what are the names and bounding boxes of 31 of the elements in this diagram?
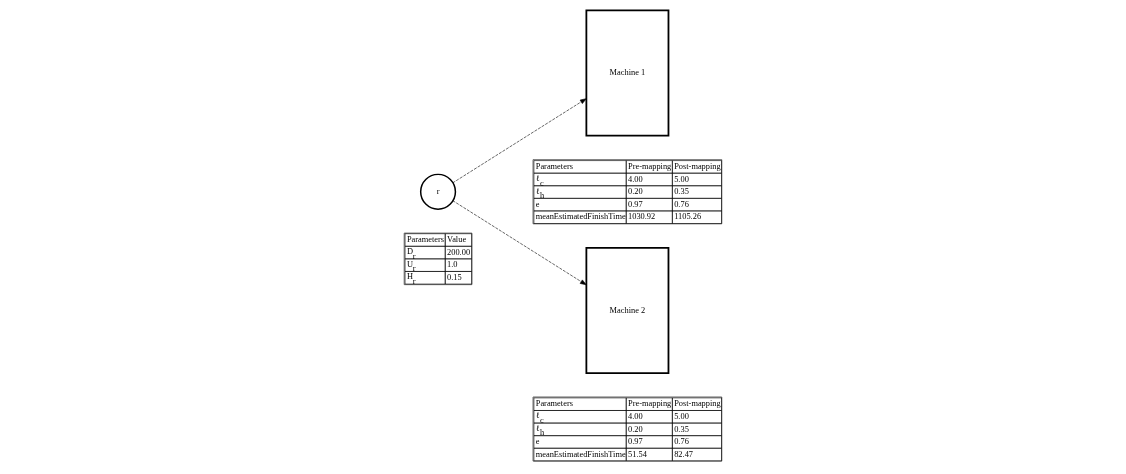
- label: 0.35: [674, 424, 689, 434]
- label: 1105.26: [674, 212, 702, 222]
- label: 0.20: [628, 424, 643, 434]
- label: 0.35: [674, 187, 689, 197]
- label: 51.54: [628, 449, 647, 459]
- label: 1030.92: [628, 212, 656, 222]
- label: 1.0: [447, 260, 458, 270]
- label: e: [535, 199, 540, 209]
- label: Parameters: [535, 162, 573, 172]
- label: Pre-mapping: [628, 399, 672, 409]
- label: meanEstimatedFinishTime: [535, 212, 626, 222]
- label: 0.97: [628, 437, 643, 447]
- label: 0.76: [674, 437, 689, 447]
- label: 4.00: [628, 412, 643, 421]
- label: e: [535, 437, 540, 447]
- label: 4.00: [628, 174, 643, 184]
- label: Value: [447, 235, 467, 245]
- label: Post-mapping: [674, 162, 721, 172]
- label: Pre-mapping: [628, 162, 672, 172]
- label: 5.00: [674, 174, 689, 184]
- label: 82.47: [674, 449, 694, 459]
- label: Parameters: [406, 235, 445, 245]
- label: 0.15: [447, 272, 462, 282]
- label: Parameters: [535, 399, 573, 409]
- label: 0.97: [628, 199, 643, 209]
- label: 0.76: [674, 199, 689, 209]
- label: 0.20: [628, 187, 643, 197]
- label: Post-mapping: [674, 399, 721, 409]
- label: 200.00: [447, 247, 471, 257]
- label: 5.00: [674, 412, 689, 421]
- label: meanEstimatedFinishTime: [535, 449, 626, 459]
